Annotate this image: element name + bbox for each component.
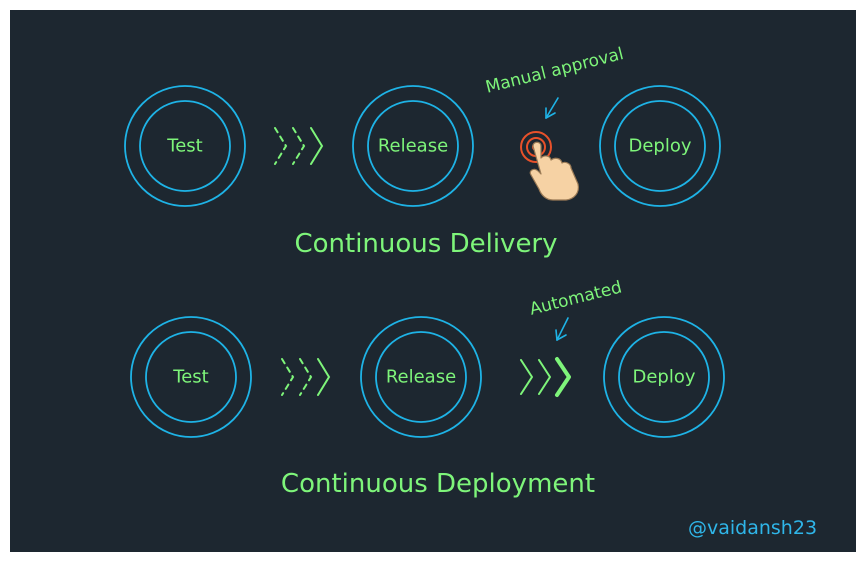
deployment-stage-test-ring — [130, 316, 252, 438]
delivery-title: Continuous Delivery — [294, 229, 558, 259]
deployment-stage-test-label: Test — [173, 366, 209, 388]
delivery-stage-deploy-label: Deploy — [628, 135, 692, 157]
hand-tap-icon — [520, 131, 579, 201]
chevron-arrows-icon — [520, 357, 571, 397]
delivery-note-arrow-icon — [545, 97, 559, 119]
deployment-stage-deploy-label: Deploy — [632, 366, 696, 388]
deployment-stage-release-ring — [360, 316, 482, 438]
author-handle: @vaidansh23 — [688, 517, 818, 539]
deployment-note-arrow-icon — [555, 317, 569, 341]
delivery-stage-release-ring — [352, 85, 474, 207]
deployment-stage-release-label: Release — [385, 366, 457, 388]
delivery-stage-deploy-ring — [599, 85, 721, 207]
delivery-dashed-arrows-icon — [274, 127, 324, 165]
delivery-stage-test-ring — [124, 85, 246, 207]
deployment-dashed-arrows-icon — [281, 358, 331, 396]
deployment-title: Continuous Deployment — [280, 469, 596, 499]
diagram-canvas — [10, 10, 856, 552]
deployment-stage-deploy-ring — [603, 316, 725, 438]
delivery-stage-test-label: Test — [167, 135, 203, 157]
delivery-stage-release-label: Release — [377, 135, 449, 157]
